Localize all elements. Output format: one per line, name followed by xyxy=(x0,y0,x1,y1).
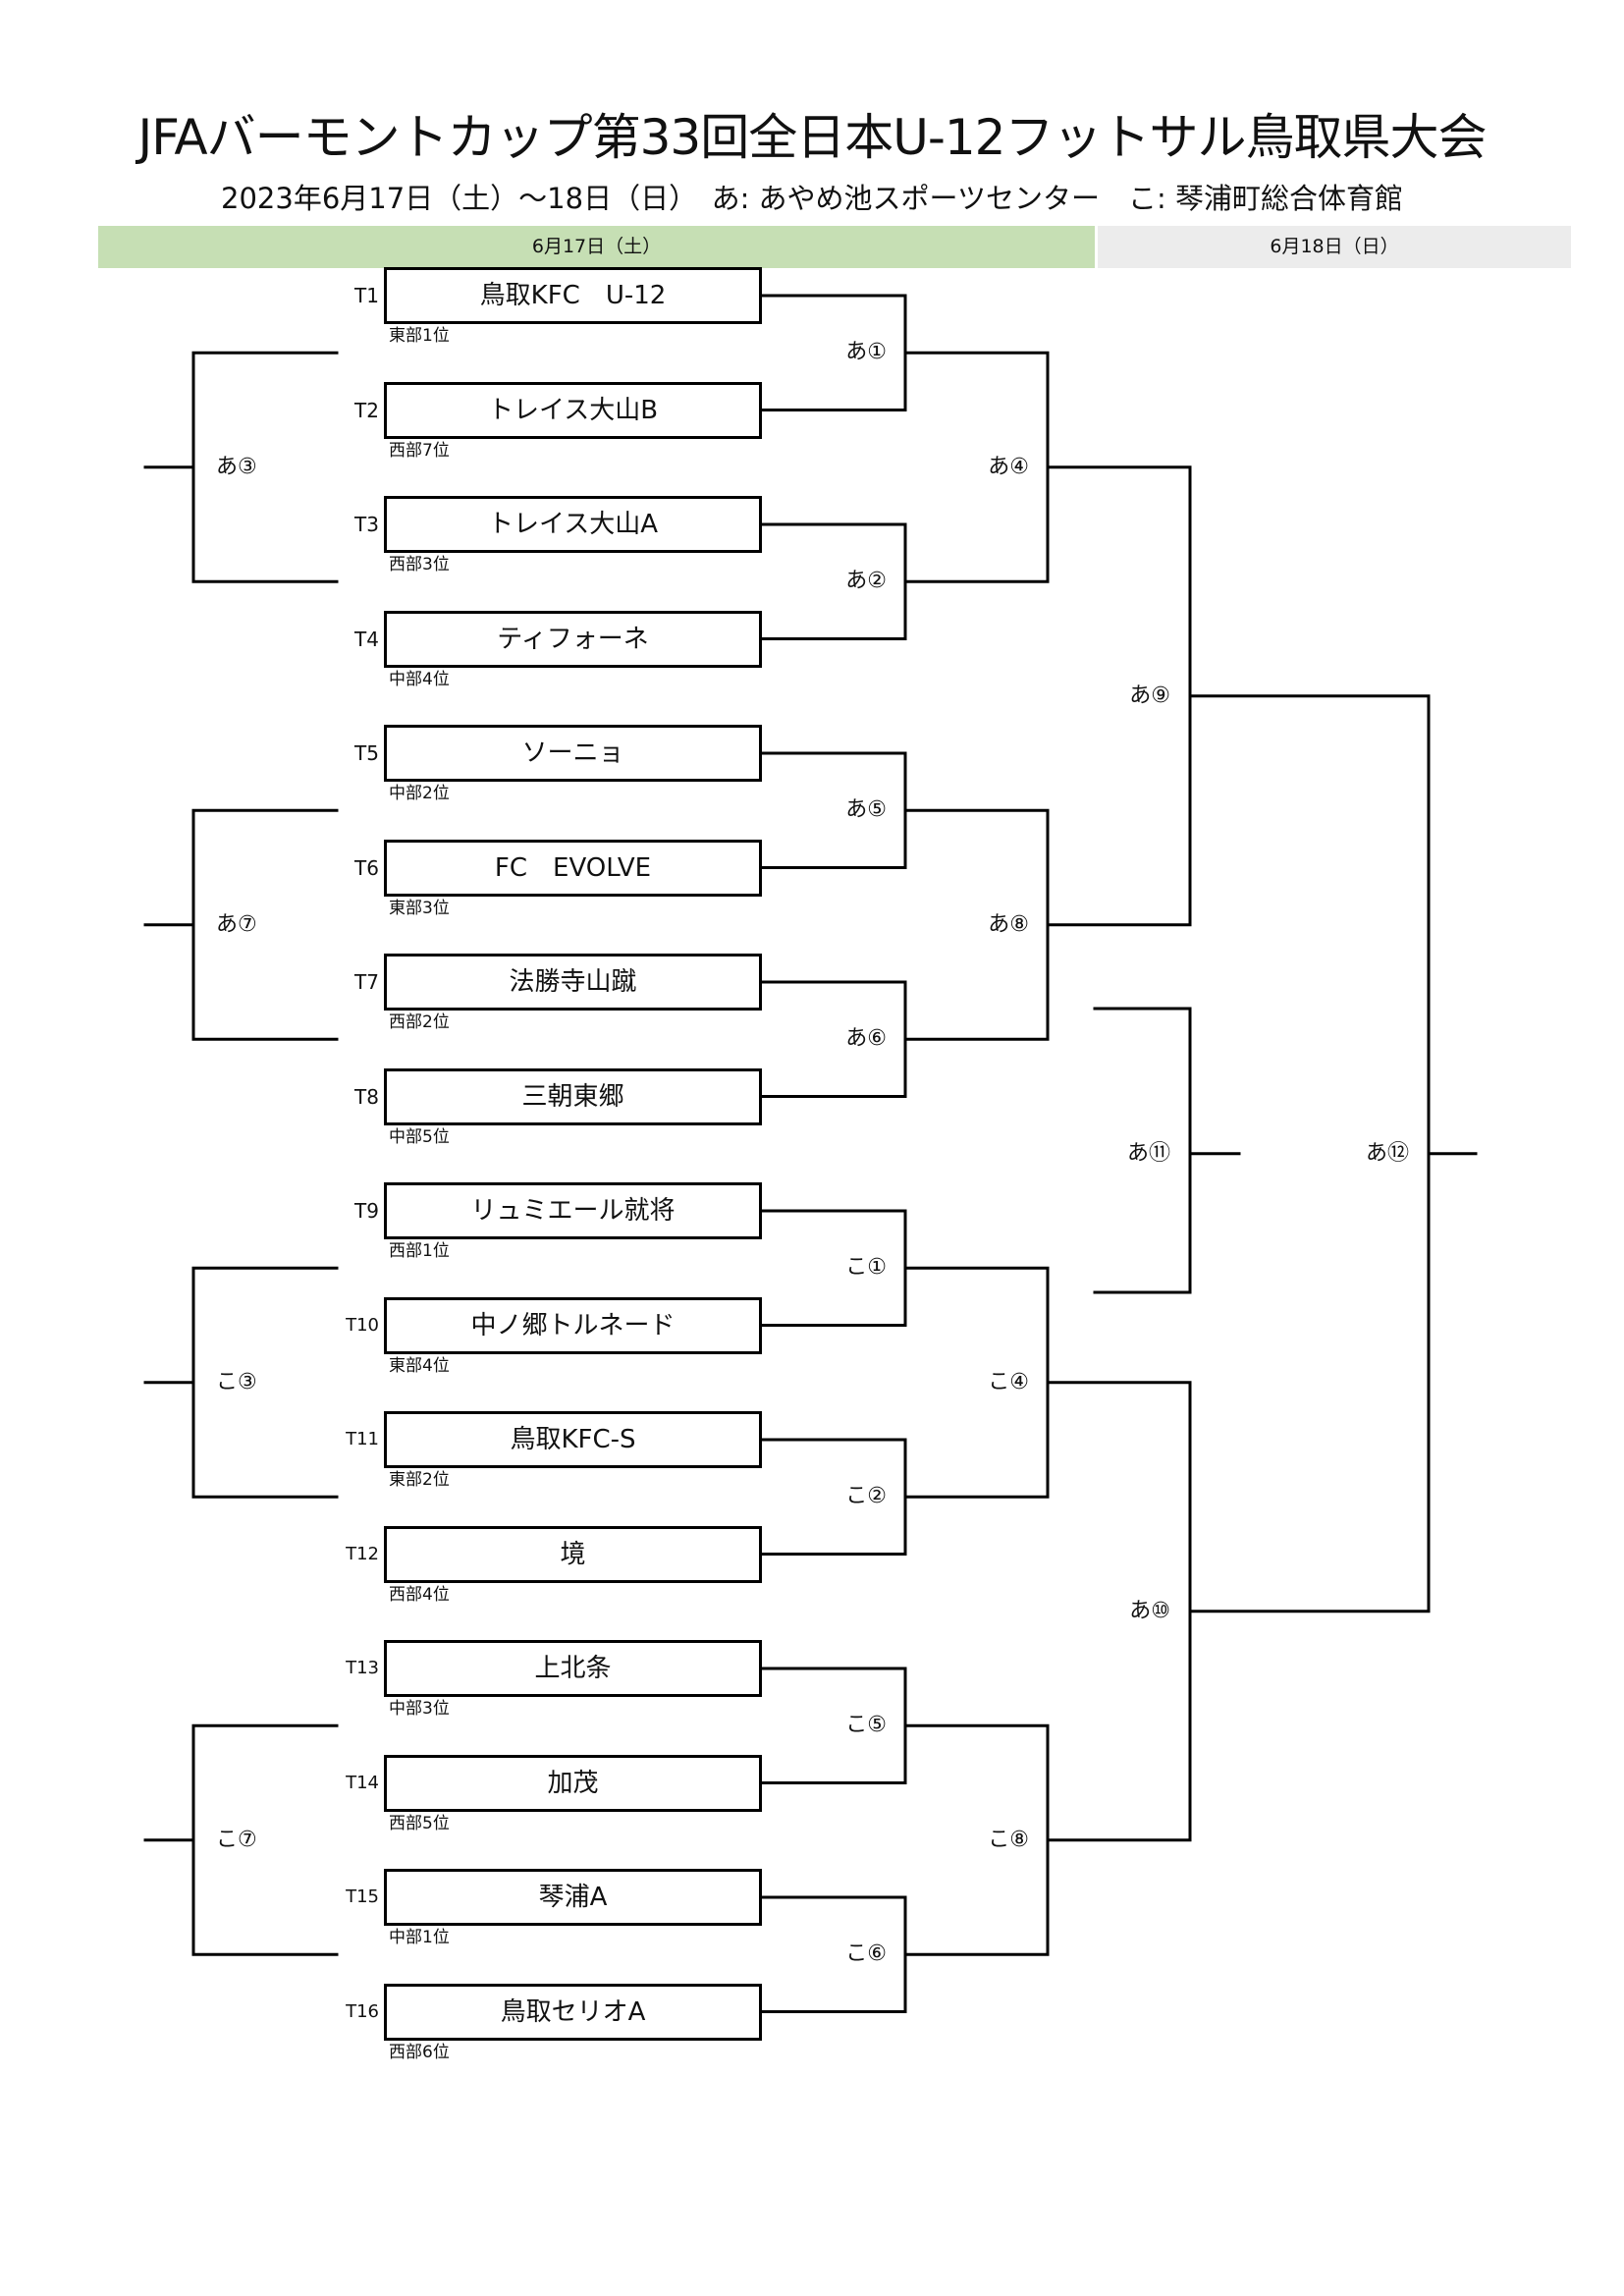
team-seed: T10 xyxy=(346,1314,379,1336)
team-name-box: リュミエール就将 xyxy=(384,1182,762,1239)
team-rank: 中部1位 xyxy=(389,1928,450,1947)
consolation-bracket-line xyxy=(191,351,339,583)
team-rank: 東部1位 xyxy=(389,326,450,346)
team-name-box: ティフォーネ xyxy=(384,610,762,668)
day-header-2: 6月18日（日） xyxy=(1098,226,1571,268)
team-rank: 中部3位 xyxy=(389,1699,450,1719)
match-label-consolation: あ③ xyxy=(216,454,257,479)
match-label-r1: こ⑤ xyxy=(845,1713,887,1738)
consolation-bracket-line xyxy=(191,808,339,1041)
team-name-box: トレイス大山A xyxy=(384,496,762,553)
match-label-semifinal: あ⑨ xyxy=(1129,683,1170,708)
team-name-box: 中ノ郷トルネード xyxy=(384,1296,762,1354)
team-rank: 西部3位 xyxy=(389,555,450,574)
third-place-bracket-line xyxy=(1093,1007,1192,1294)
team-name-box: 境 xyxy=(384,1525,762,1583)
match-label-r2: こ④ xyxy=(988,1369,1029,1394)
match-label-r1: あ① xyxy=(845,340,887,365)
team-seed: T2 xyxy=(354,398,379,422)
match-label-consolation: あ⑦ xyxy=(216,911,257,937)
team-seed: T1 xyxy=(354,284,379,307)
match-label-r2: こ⑧ xyxy=(988,1827,1029,1852)
day-header-1: 6月17日（土） xyxy=(98,226,1095,268)
team-seed: T15 xyxy=(346,1886,379,1907)
team-name-box: トレイス大山B xyxy=(384,381,762,439)
match-label-final: あ⑫ xyxy=(1365,1140,1409,1166)
match-label-consolation: こ③ xyxy=(216,1369,257,1394)
page-subtitle: 2023年6月17日（土）～18日（日） あ: あやめ池スポーツセンター こ: … xyxy=(221,182,1403,215)
match-label-r1: こ② xyxy=(845,1484,887,1509)
page-title: JFAバーモントカップ第33回全日本U-12フットサル鳥取県大会 xyxy=(137,109,1487,166)
team-name-box: 加茂 xyxy=(384,1754,762,1812)
team-seed: T11 xyxy=(346,1429,379,1449)
team-name-box: 上北条 xyxy=(384,1640,762,1697)
team-rank: 中部5位 xyxy=(389,1126,450,1147)
team-name-box: FC EVOLVE xyxy=(384,839,762,897)
team-name-box: 三朝東郷 xyxy=(384,1067,762,1125)
team-rank: 西部1位 xyxy=(389,1241,450,1261)
team-seed: T4 xyxy=(354,627,379,651)
match-label-third-place: あ⑪ xyxy=(1126,1140,1170,1166)
team-seed: T5 xyxy=(354,741,379,765)
team-name-box: 鳥取KFC-S xyxy=(384,1411,762,1468)
match-label-r1: あ⑤ xyxy=(845,797,887,823)
match-label-r1: こ⑥ xyxy=(845,1941,887,1967)
team-rank: 中部4位 xyxy=(389,669,450,689)
team-rank: 東部2位 xyxy=(389,1470,450,1490)
team-name-box: ソーニョ xyxy=(384,725,762,782)
team-seed: T12 xyxy=(346,1543,379,1564)
match-label-r1: あ② xyxy=(845,569,887,594)
consolation-bracket-line xyxy=(191,1266,339,1499)
team-name-box: 鳥取KFC U-12 xyxy=(384,267,762,324)
team-rank: 西部2位 xyxy=(389,1012,450,1032)
team-seed: T3 xyxy=(354,513,379,536)
match-label-r2: あ⑧ xyxy=(988,911,1029,937)
team-name-box: 鳥取セリオA xyxy=(384,1983,762,2041)
team-rank: 西部5位 xyxy=(389,1813,450,1833)
team-rank: 東部4位 xyxy=(389,1355,450,1376)
team-seed: T14 xyxy=(346,1772,379,1793)
match-label-r1: あ⑥ xyxy=(845,1026,887,1052)
match-label-semifinal: あ⑩ xyxy=(1129,1598,1170,1623)
team-rank: 西部7位 xyxy=(389,440,450,461)
team-rank: 西部4位 xyxy=(389,1584,450,1605)
team-name-box: 法勝寺山蹴 xyxy=(384,954,762,1011)
team-rank: 東部3位 xyxy=(389,898,450,918)
team-rank: 西部6位 xyxy=(389,2042,450,2062)
match-label-r2: あ④ xyxy=(988,454,1029,479)
team-name-box: 琴浦A xyxy=(384,1869,762,1926)
team-seed: T8 xyxy=(354,1084,379,1109)
consolation-bracket-line xyxy=(191,1723,339,1956)
team-seed: T16 xyxy=(346,2000,379,2022)
match-label-consolation: こ⑦ xyxy=(216,1827,257,1852)
match-label-r1: こ① xyxy=(845,1255,887,1281)
team-rank: 中部2位 xyxy=(389,784,450,803)
team-seed: T6 xyxy=(354,855,379,880)
team-seed: T13 xyxy=(346,1658,379,1678)
team-seed: T7 xyxy=(354,970,379,994)
team-seed: T9 xyxy=(354,1199,379,1223)
